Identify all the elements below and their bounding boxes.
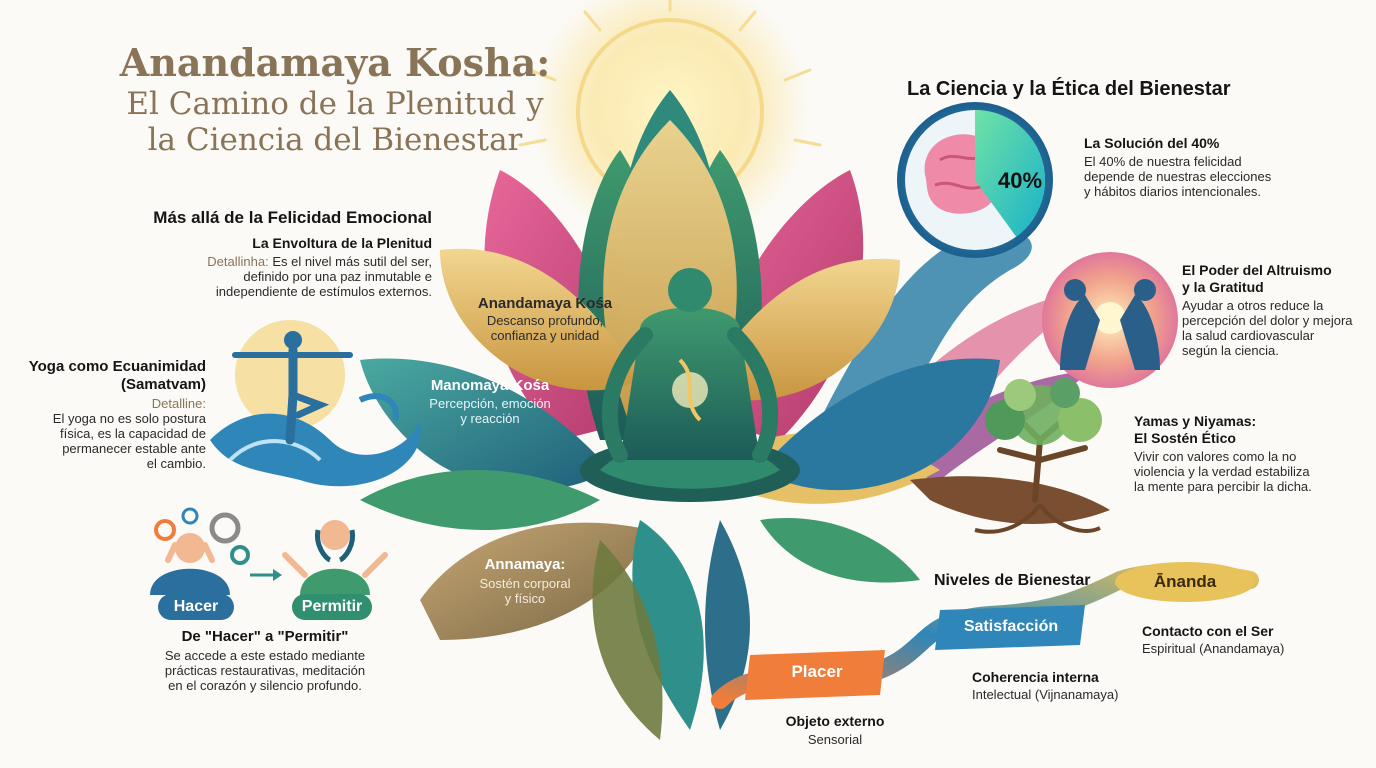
- placer-title: Objeto externo: [785, 713, 885, 729]
- satisfaccion-title: Coherencia interna: [972, 669, 1099, 685]
- yoga-text-2: física, es la capacidad de: [60, 426, 206, 441]
- altruismo-text-4: según la ciencia.: [1182, 343, 1279, 358]
- felicidad-subheading: La Envoltura de la Plenitud: [252, 235, 432, 251]
- anandamaya-petal-title: Anandamaya Kośa: [477, 295, 613, 312]
- leaf-olive-bottom: [592, 540, 663, 740]
- petal-anandamaya: [440, 248, 640, 391]
- manomaya-petal-title: Manomaya Kośa: [430, 377, 550, 394]
- brain-percent-illustration: [897, 102, 1053, 258]
- felicidad-heading: Más allá de la Felicidad Emocional: [153, 208, 432, 227]
- annamaya-petal-text-2: y físico: [504, 591, 546, 606]
- felicidad-detail-text-2: definido por una paz inmutable e: [243, 269, 432, 284]
- percent-label: 40%: [997, 168, 1043, 193]
- title-line-1: Anandamaya Kosha:: [119, 40, 551, 85]
- hacer-heading: De "Hacer" a "Permitir": [181, 628, 349, 645]
- hacer-text-3: en el corazón y silencio profundo.: [168, 678, 362, 693]
- yamas-text-2: violencia y la verdad estabiliza: [1134, 464, 1310, 479]
- hacer-text-1: Se accede a este estado mediante: [164, 648, 366, 663]
- altruismo-text-1: Ayudar a otros reduce la: [1182, 298, 1324, 313]
- yoga-tree-pose-illustration: [210, 320, 421, 487]
- solucion-text-1: El 40% de nuestra felicidad: [1084, 154, 1242, 169]
- hacer-tag: Hacer: [158, 594, 234, 620]
- permitir-tag: Permitir: [292, 594, 372, 620]
- title-line-2: El Camino de la Plenitud y: [126, 86, 544, 122]
- felicidad-detail-line-1: Detallinha: Es el nivel más sutil del se…: [207, 254, 432, 269]
- felicidad-detail-text-3: independiente de estímulos externos.: [215, 284, 432, 299]
- annamaya-petal-title: Annamaya:: [484, 556, 566, 573]
- yamas-heading-2: El Sostén Ético: [1134, 430, 1236, 446]
- leaf-green-left: [360, 470, 600, 530]
- placer-subtitle: Sensorial: [807, 732, 863, 747]
- altruismo-heading-1: El Poder del Altruismo: [1182, 262, 1332, 278]
- solucion-heading: La Solución del 40%: [1084, 135, 1220, 151]
- levels-ribbon: [711, 562, 1259, 709]
- felicidad-detail-text-1: Es el nivel más sutil del ser,: [272, 254, 432, 269]
- niveles-heading: Niveles de Bienestar: [934, 572, 1091, 589]
- altruismo-heading-2: y la Gratitud: [1182, 279, 1264, 295]
- altruismo-text-3: la salud cardiovascular: [1182, 328, 1315, 343]
- anandamaya-petal-text-1: Descanso profundo,: [486, 313, 604, 328]
- satisfaccion-label: Satisfacción: [963, 618, 1059, 635]
- altruismo-text-2: percepción del dolor y mejora: [1182, 313, 1353, 328]
- anandamaya-petal-text-2: confianza y unidad: [490, 328, 600, 343]
- tree-illustration: [910, 378, 1110, 534]
- solucion-text-3: y hábitos diarios intencionales.: [1084, 184, 1262, 199]
- yoga-text-1: El yoga no es solo postura: [52, 411, 206, 426]
- yoga-heading-2: (Samatvam): [120, 376, 206, 393]
- ananda-title: Contacto con el Ser: [1142, 623, 1274, 639]
- felicidad-detail-label: Detallinha:: [207, 254, 269, 269]
- percent-pie-chart: [975, 110, 1045, 237]
- annamaya-petal-text-1: Sostén corporal: [479, 576, 571, 591]
- leaf-teal-bottom: [632, 520, 704, 730]
- altruism-illustration: [1042, 252, 1178, 388]
- yamas-text-1: Vivir con valores como la no: [1134, 449, 1297, 464]
- placer-label: Placer: [791, 662, 843, 681]
- yoga-text-4: el cambio.: [146, 456, 206, 471]
- solucion-text-2: depende de nuestras elecciones: [1084, 169, 1272, 184]
- hacer-text-2: prácticas restaurativas, meditación: [164, 663, 366, 678]
- hacer-permitir-illustration: [150, 507, 388, 595]
- yamas-text-3: la mente para percibir la dicha.: [1134, 479, 1312, 494]
- manomaya-petal-text-1: Percepción, emoción: [429, 396, 551, 411]
- meditating-figure: [580, 268, 800, 502]
- right-heading: La Ciencia y la Ética del Bienestar: [907, 78, 1231, 100]
- leaf-green-right: [760, 518, 920, 583]
- petal-blue-right: [760, 358, 1000, 491]
- ananda-label: Ānanda: [1153, 572, 1217, 591]
- satisfaccion-subtitle: Intelectual (Vijnanamaya): [972, 687, 1119, 702]
- petal-annamaya: [420, 522, 650, 640]
- teal-ribbon: [820, 229, 1032, 420]
- yamas-heading-1: Yamas y Niyamas:: [1134, 413, 1257, 429]
- yoga-text-3: permanecer estable ante: [62, 441, 206, 456]
- title-line-3: la Ciencia del Bienestar: [147, 122, 523, 158]
- ananda-subtitle: Espiritual (Anandamaya): [1142, 641, 1285, 656]
- yoga-detail-label: Detalline:: [151, 396, 206, 411]
- petal-manomaya: [360, 358, 610, 491]
- manomaya-petal-text-2: y reacción: [460, 411, 520, 426]
- yoga-heading-1: Yoga como Ecuanimidad: [28, 358, 206, 375]
